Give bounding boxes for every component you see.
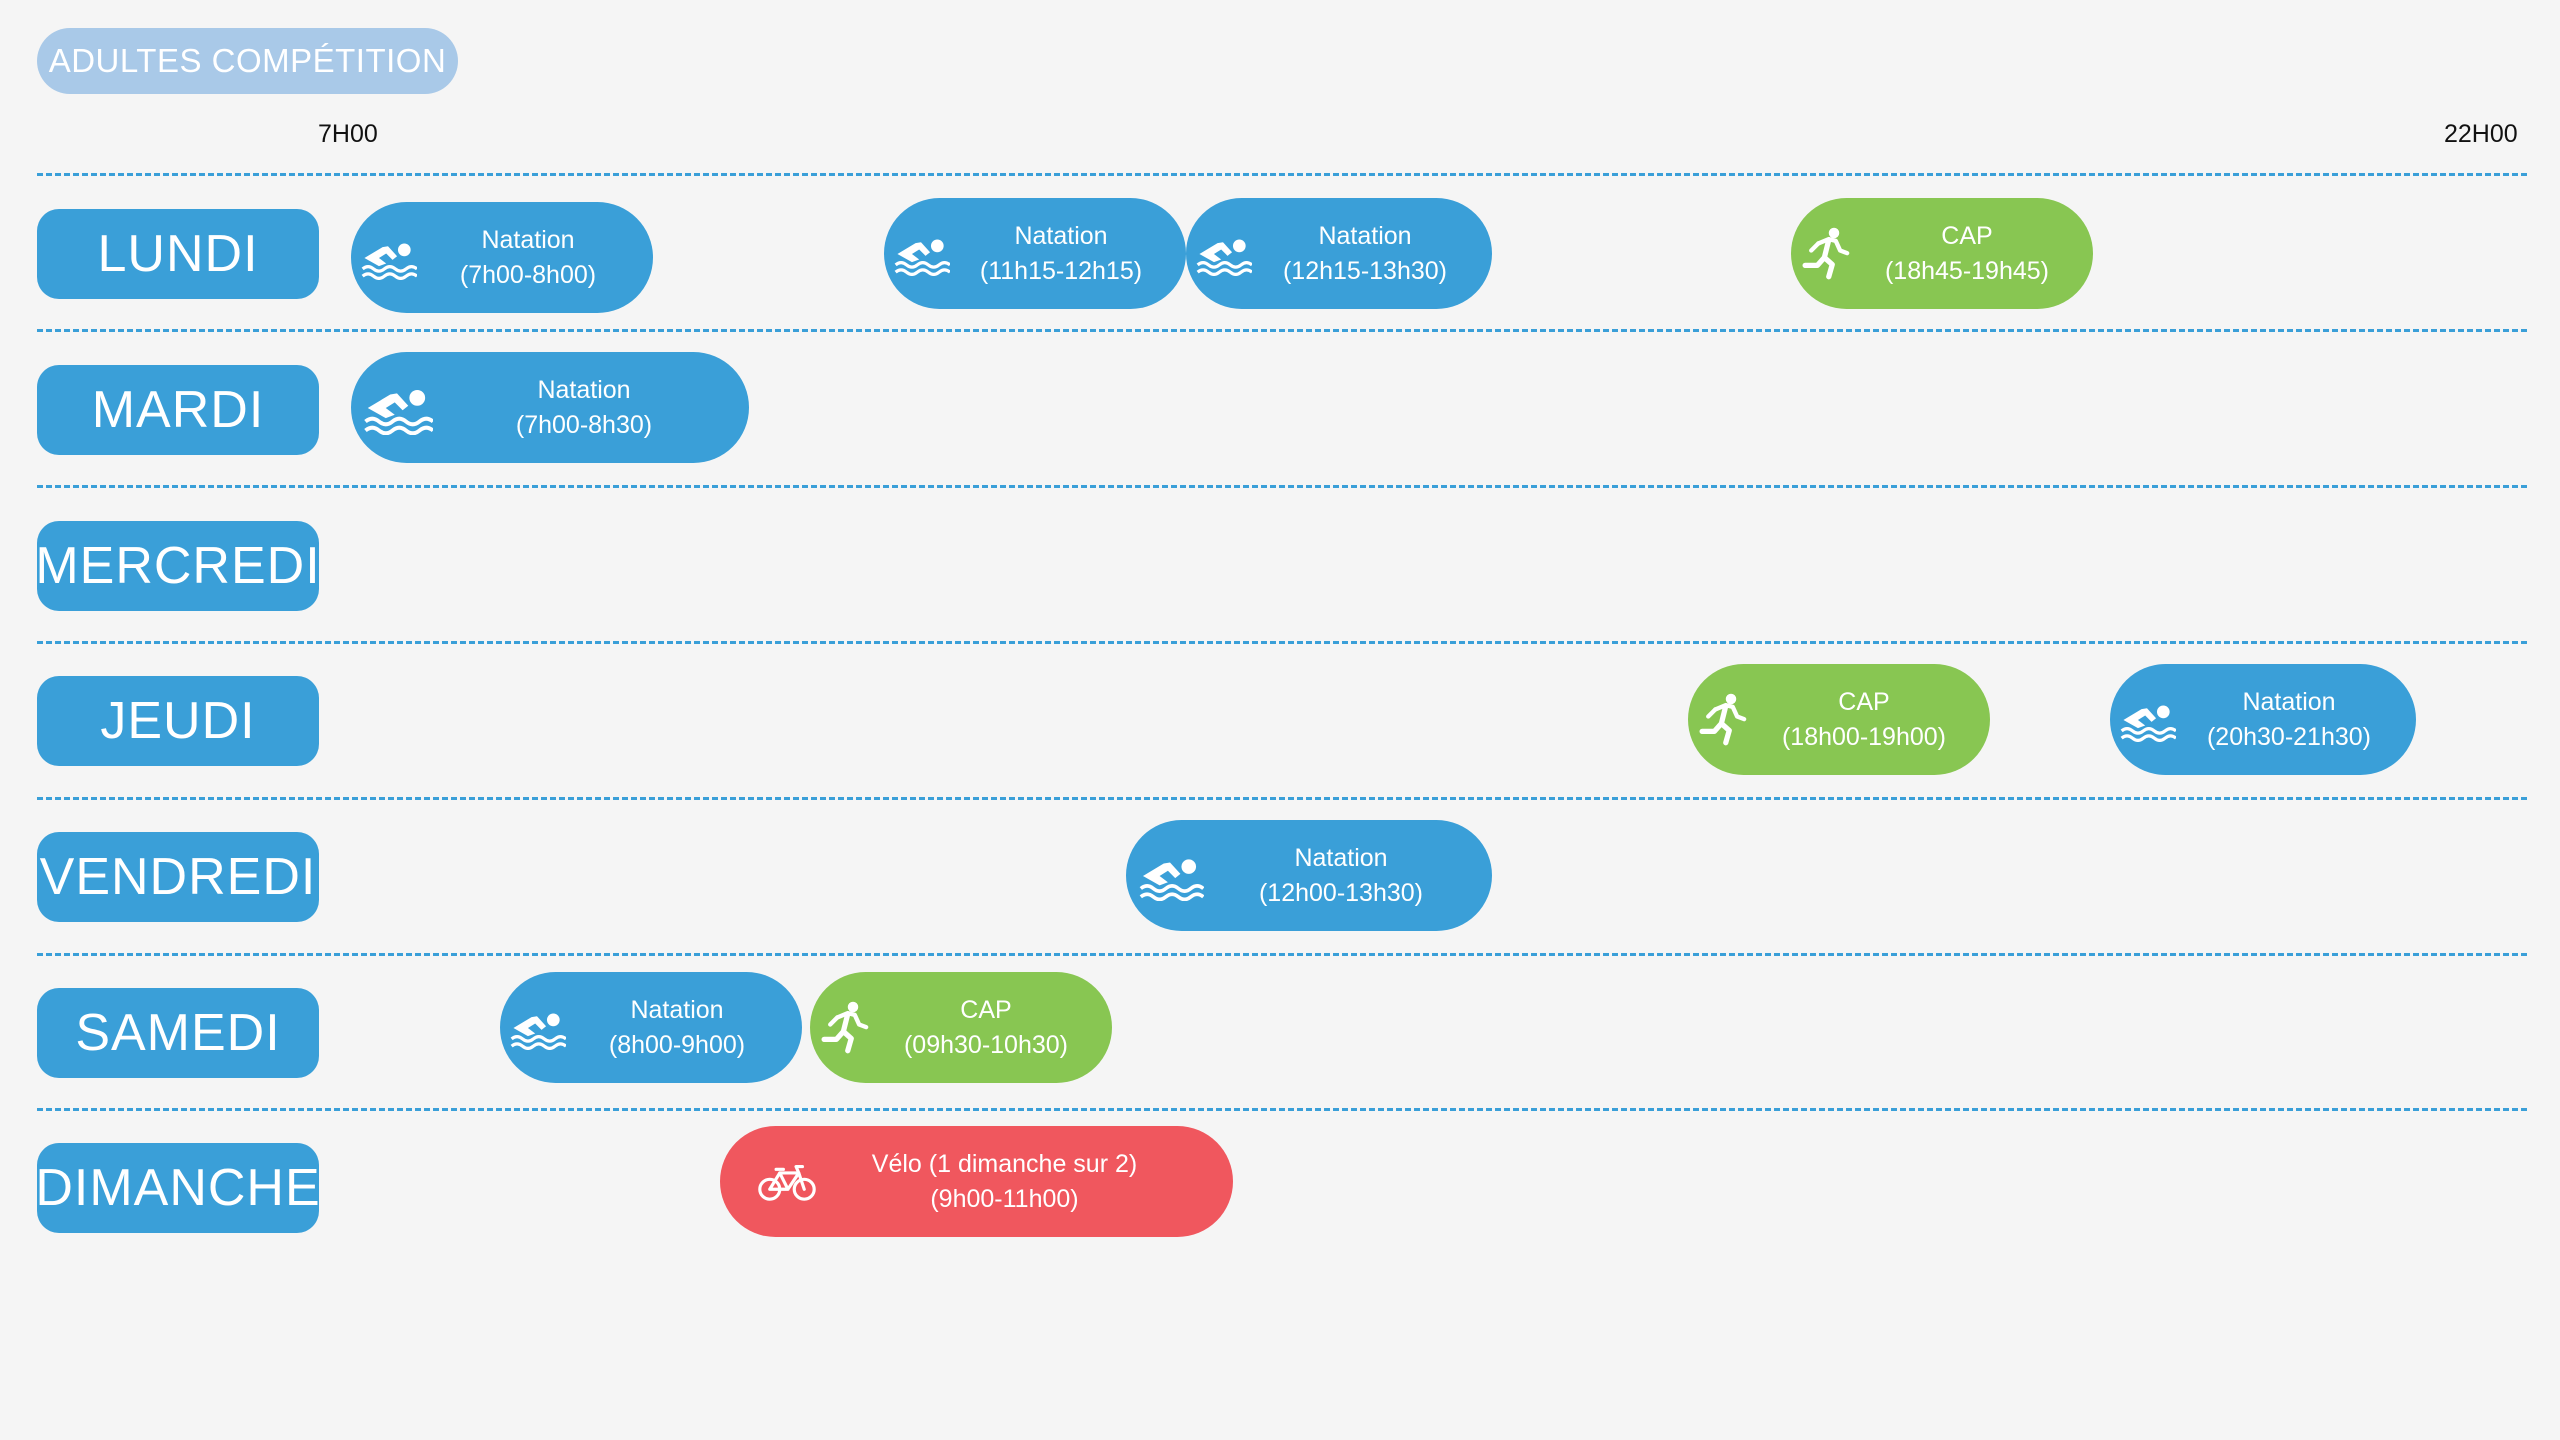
event-name: Natation (481, 225, 575, 254)
runner-icon (1799, 226, 1855, 282)
event-name: CAP (960, 995, 1012, 1024)
swimmer-icon (1136, 851, 1204, 901)
event-time: (12h00-13h30) (1258, 878, 1423, 907)
swimmer-icon (508, 1006, 566, 1050)
event-cap-jeudi[interactable]: CAP (18h00-19h00) (1688, 664, 1990, 775)
swimmer-icon (2118, 698, 2176, 742)
swimmer-icon (361, 381, 433, 435)
event-time: (7h00-8h30) (515, 410, 653, 439)
event-name: Natation (1014, 221, 1108, 250)
swimmer-icon (359, 236, 417, 280)
event-time: (7h00-8h00) (459, 260, 597, 289)
row-separator (37, 953, 2527, 956)
timeline-end-label: 22H00 (2444, 120, 2518, 148)
event-name: Natation (537, 375, 631, 404)
row-separator (37, 173, 2527, 176)
event-name: CAP (1941, 221, 1993, 250)
event-name: Natation (630, 995, 724, 1024)
title-badge: ADULTES COMPÉTITION (37, 28, 458, 94)
day-label-vendredi: VENDREDI (37, 832, 319, 922)
event-time: (18h00-19h00) (1781, 722, 1946, 751)
event-name: Vélo (1 dimanche sur 2) (871, 1149, 1138, 1178)
swimmer-icon (1194, 232, 1252, 276)
event-name: Natation (1294, 843, 1388, 872)
event-cap-samedi[interactable]: CAP (09h30-10h30) (810, 972, 1112, 1083)
event-natation-mardi[interactable]: Natation (7h00-8h30) (351, 352, 749, 463)
day-label-mardi: MARDI (37, 365, 319, 455)
row-separator (37, 329, 2527, 332)
row-separator (37, 485, 2527, 488)
event-time: (18h45-19h45) (1884, 256, 2049, 285)
event-natation-lundi-1[interactable]: Natation (7h00-8h00) (351, 202, 653, 313)
row-separator (37, 641, 2527, 644)
event-natation-jeudi[interactable]: Natation (20h30-21h30) (2110, 664, 2416, 775)
row-separator (37, 797, 2527, 800)
event-natation-lundi-2[interactable]: Natation (11h15-12h15) (884, 198, 1186, 309)
row-separator (37, 1108, 2527, 1111)
day-label-dimanche: DIMANCHE (35, 1143, 320, 1233)
event-time: (9h00-11h00) (930, 1184, 1079, 1213)
day-label-mercredi: MERCREDI (35, 521, 320, 611)
event-name: CAP (1838, 687, 1890, 716)
event-time: (11h15-12h15) (979, 256, 1143, 285)
event-velo-dimanche[interactable]: Vélo (1 dimanche sur 2) (9h00-11h00) (720, 1126, 1233, 1237)
timeline-start-label: 7H00 (318, 120, 378, 148)
event-name: Natation (1318, 221, 1412, 250)
bicycle-icon (758, 1162, 816, 1202)
event-time: (8h00-9h00) (608, 1030, 746, 1059)
runner-icon (818, 1000, 874, 1056)
event-time: (09h30-10h30) (903, 1030, 1068, 1059)
day-label-jeudi: JEUDI (37, 676, 319, 766)
event-natation-vendredi[interactable]: Natation (12h00-13h30) (1126, 820, 1492, 931)
event-name: Natation (2242, 687, 2336, 716)
runner-icon (1696, 692, 1752, 748)
event-time: (12h15-13h30) (1282, 256, 1447, 285)
event-natation-lundi-3[interactable]: Natation (12h15-13h30) (1186, 198, 1492, 309)
day-label-lundi: LUNDI (37, 209, 319, 299)
day-label-samedi: SAMEDI (37, 988, 319, 1078)
event-time: (20h30-21h30) (2206, 722, 2371, 751)
event-cap-lundi[interactable]: CAP (18h45-19h45) (1791, 198, 2093, 309)
event-natation-samedi[interactable]: Natation (8h00-9h00) (500, 972, 802, 1083)
swimmer-icon (892, 232, 950, 276)
